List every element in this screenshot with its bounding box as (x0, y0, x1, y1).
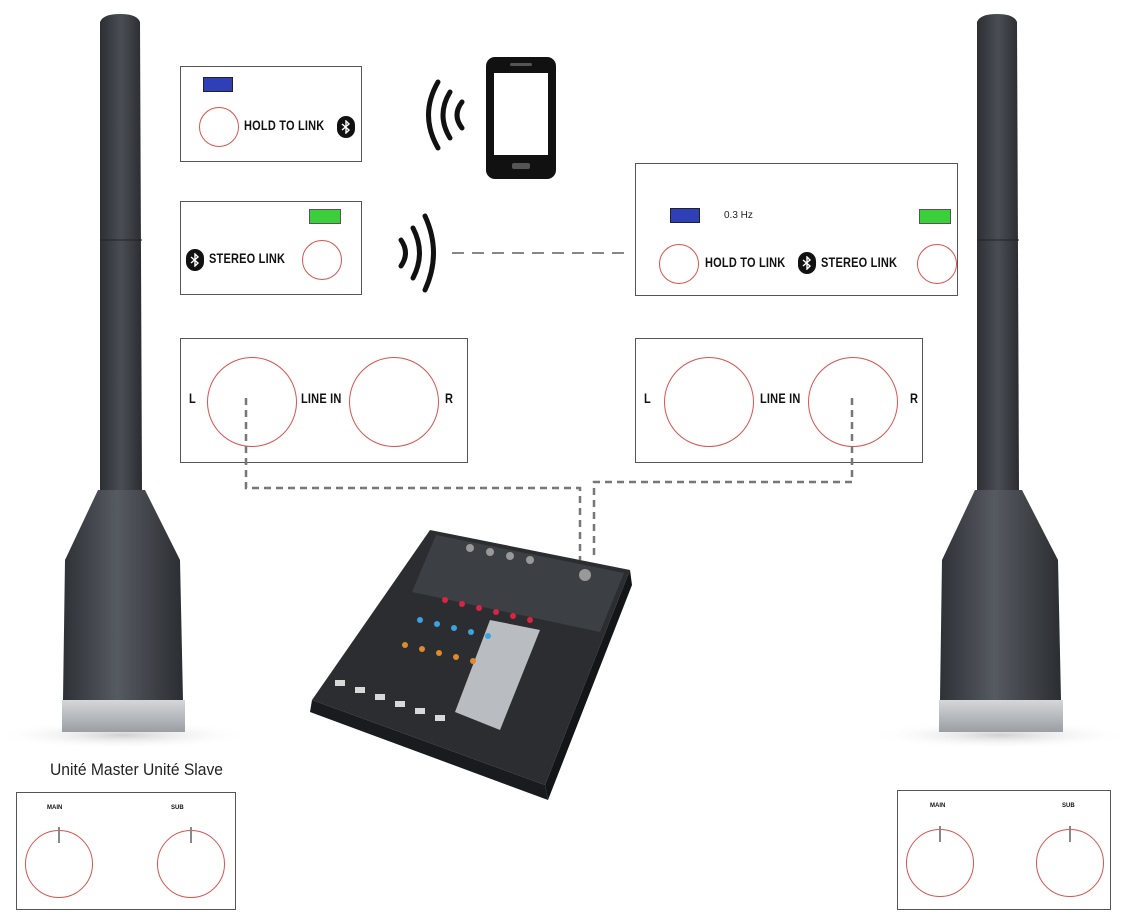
line-in-left-jack[interactable] (207, 357, 297, 447)
stereo-link-led (919, 209, 951, 224)
sub-volume-knob[interactable] (1036, 826, 1104, 897)
bluetooth-icon (798, 252, 816, 274)
slave-stereo-link-panel: 0.3 Hz HOLD TO LINK STEREO LINK (635, 163, 958, 296)
bluetooth-icon (337, 116, 355, 138)
bluetooth-icon (186, 249, 204, 271)
sub-volume-knob[interactable] (157, 827, 225, 898)
mixer-icon (310, 530, 632, 800)
hold-to-link-button[interactable] (199, 107, 239, 147)
main-volume-knob[interactable] (25, 827, 93, 898)
hold-to-link-label: HOLD TO LINK (244, 118, 325, 134)
line-in-right-jack[interactable] (349, 357, 439, 447)
stereo-link-signal-icon (398, 213, 436, 293)
unit-caption: Unité Master Unité Slave (50, 760, 223, 779)
main-knob-label: MAIN (47, 805, 63, 811)
hold-to-link-label: HOLD TO LINK (705, 255, 786, 271)
stereo-link-button[interactable] (302, 240, 342, 280)
blink-rate: 0.3 Hz (724, 210, 753, 221)
bluetooth-led (203, 77, 233, 92)
slave-knob-panel: MAIN SUB (897, 790, 1111, 910)
stereo-link-label: STEREO LINK (209, 251, 286, 267)
line-in-label: LINE IN (760, 391, 801, 407)
line-in-left-label: L (644, 391, 651, 407)
main-knob-label: MAIN (930, 803, 946, 809)
hold-to-link-button[interactable] (659, 244, 699, 284)
slave-speaker (870, 14, 1126, 749)
sub-knob-label: SUB (1062, 803, 1075, 809)
main-volume-knob[interactable] (906, 826, 974, 897)
stereo-link-led (309, 209, 341, 224)
smartphone-icon (486, 57, 556, 179)
stereo-link-label: STEREO LINK (821, 255, 898, 271)
bluetooth-panel: HOLD TO LINK (180, 66, 362, 162)
master-stereo-link-panel: STEREO LINK (180, 201, 362, 295)
slave-line-in-panel: L LINE IN R (635, 338, 923, 463)
master-line-in-panel: L LINE IN R (180, 338, 468, 463)
blinking-led (670, 208, 700, 223)
wireless-signal-icon (426, 79, 465, 151)
line-in-right-jack[interactable] (808, 357, 898, 447)
line-in-label: LINE IN (301, 391, 342, 407)
sub-knob-label: SUB (171, 805, 184, 811)
stereo-link-button[interactable] (917, 244, 957, 284)
line-in-left-label: L (189, 391, 196, 407)
line-in-right-label: R (910, 391, 919, 407)
line-in-right-label: R (445, 391, 454, 407)
master-knob-panel: MAIN SUB (16, 792, 236, 910)
line-in-left-jack[interactable] (664, 357, 754, 447)
master-speaker (0, 14, 253, 749)
